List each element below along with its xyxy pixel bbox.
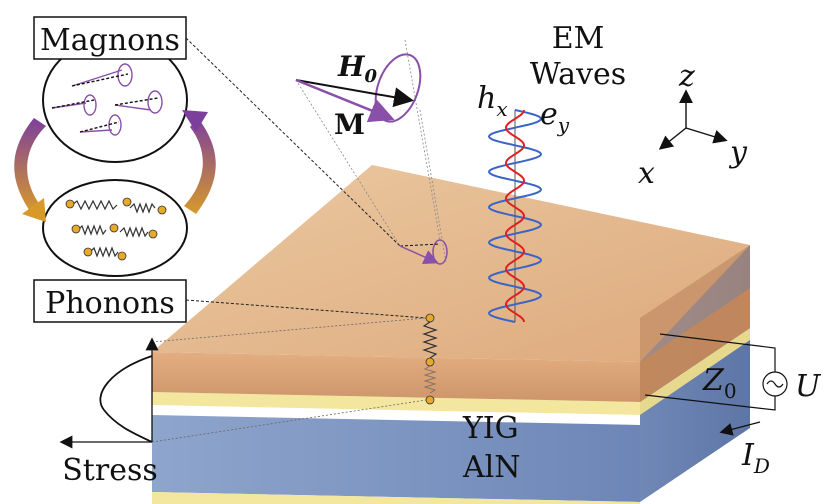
magnon-bubble-spins xyxy=(51,63,163,136)
aln-label: AlN xyxy=(462,450,521,485)
magnon-big-h xyxy=(295,79,414,108)
coordinate-axes xyxy=(658,89,728,150)
yig-label: YIG xyxy=(462,411,519,446)
ey-label: ey xyxy=(540,97,570,137)
u-label: U xyxy=(795,369,822,404)
phonon-bubble-springs xyxy=(71,199,156,258)
phonon-spring-top xyxy=(422,321,438,359)
stress-curve xyxy=(99,355,153,443)
upper-block-side xyxy=(640,245,750,362)
em-waves xyxy=(487,109,543,323)
axis-z-label: z xyxy=(678,59,695,94)
m-label: M xyxy=(334,108,365,141)
hx-label: hx xyxy=(477,81,508,121)
phonon-spring-bottom xyxy=(423,365,437,394)
phonons-leader xyxy=(185,299,427,319)
em-label-line1: EM xyxy=(552,21,605,56)
circuit-wire-top xyxy=(659,333,776,372)
yig-front-face xyxy=(152,352,640,402)
id-label: ID xyxy=(741,438,770,478)
electrode-side xyxy=(640,328,750,415)
stress-label: Stress xyxy=(62,453,158,488)
yig-top-face xyxy=(152,165,750,362)
wave-e-red xyxy=(504,109,526,323)
magnon-big-m xyxy=(295,78,395,123)
h0-label: H0 xyxy=(337,50,377,87)
coupling-arrow-right-head xyxy=(182,110,208,132)
axis-y-line xyxy=(685,127,728,144)
axis-x-label: x xyxy=(638,156,655,191)
stress-profile xyxy=(59,337,159,449)
magnons-label: Magnons xyxy=(40,23,180,58)
magnon-big-precession xyxy=(374,53,422,123)
device-slab xyxy=(152,165,750,504)
wave-h-blue xyxy=(487,109,543,323)
aln-front-face xyxy=(152,415,640,502)
coupling-arrow-left-head xyxy=(22,198,46,222)
zoom-line-2 xyxy=(404,39,441,241)
axis-y-label: y xyxy=(728,135,748,170)
yig-side-face xyxy=(640,288,750,402)
drive-circuit xyxy=(644,333,788,411)
stress-zoom-1 xyxy=(151,317,427,343)
bottom-rim xyxy=(152,492,640,504)
magnon-small-h xyxy=(399,243,441,247)
current-arrow xyxy=(719,421,761,436)
ac-source-symbol xyxy=(766,380,784,388)
phonons-label: Phonons xyxy=(45,286,175,321)
phonons-box xyxy=(33,279,187,323)
magnon-phonon-schematic xyxy=(14,37,216,277)
phonon-ball-mid xyxy=(425,357,435,367)
zoom-line-3 xyxy=(419,109,447,263)
axis-x-line xyxy=(658,127,687,150)
phonon-ball-bottom xyxy=(425,395,435,405)
magnon-device xyxy=(295,39,448,265)
ac-source xyxy=(762,371,788,397)
em-label-line2: Waves xyxy=(530,57,626,92)
coupling-arrow-right xyxy=(184,118,216,214)
electrode-front xyxy=(152,392,640,415)
magnon-small-m xyxy=(399,245,439,264)
phonon-ball-top xyxy=(425,313,435,323)
magnons-box xyxy=(33,16,187,60)
zoom-line-1 xyxy=(295,79,401,247)
coupling-arrow-left xyxy=(14,118,46,214)
circuit-wire-bottom xyxy=(644,394,776,411)
phonon-bubble-balls xyxy=(65,197,167,261)
z0-label: Z0 xyxy=(702,363,737,403)
